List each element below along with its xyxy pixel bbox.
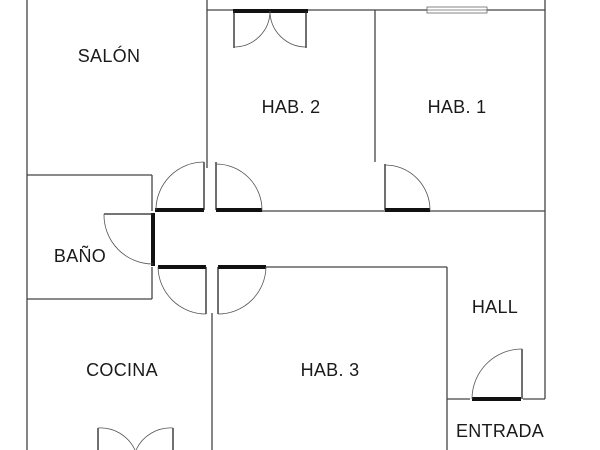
doors	[97, 9, 523, 450]
door-cocina-corridor[interactable]	[157, 265, 207, 315]
door-bano[interactable]	[103, 213, 155, 266]
door-cocina-bottom[interactable]	[97, 427, 174, 450]
room-label-entrada: ENTRADA	[456, 421, 544, 441]
room-label-cocina: COCINA	[86, 360, 158, 380]
room-labels: SALÓN HAB. 2 HAB. 1 BAÑO HALL COCINA HAB…	[54, 45, 544, 441]
room-label-hab2: HAB. 2	[262, 97, 321, 117]
room-label-hab1: HAB. 1	[428, 97, 487, 117]
door-hab2-top[interactable]	[233, 9, 308, 48]
room-label-salon: SALÓN	[78, 45, 141, 66]
door-entrada[interactable]	[471, 348, 523, 401]
windows	[426, 6, 488, 14]
door-hab3[interactable]	[217, 265, 267, 315]
door-hab1[interactable]	[384, 164, 431, 212]
door-hab2-bottom[interactable]	[155, 161, 263, 212]
room-label-hab3: HAB. 3	[301, 360, 360, 380]
room-label-hall: HALL	[472, 297, 518, 317]
room-label-bano: BAÑO	[54, 245, 106, 266]
